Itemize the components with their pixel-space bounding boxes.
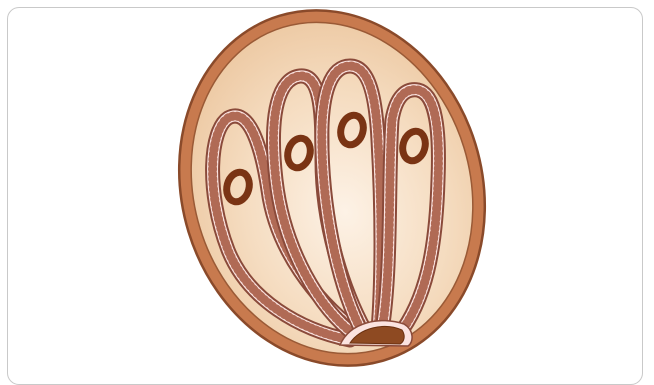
egg-capsule-diagram <box>0 0 654 374</box>
